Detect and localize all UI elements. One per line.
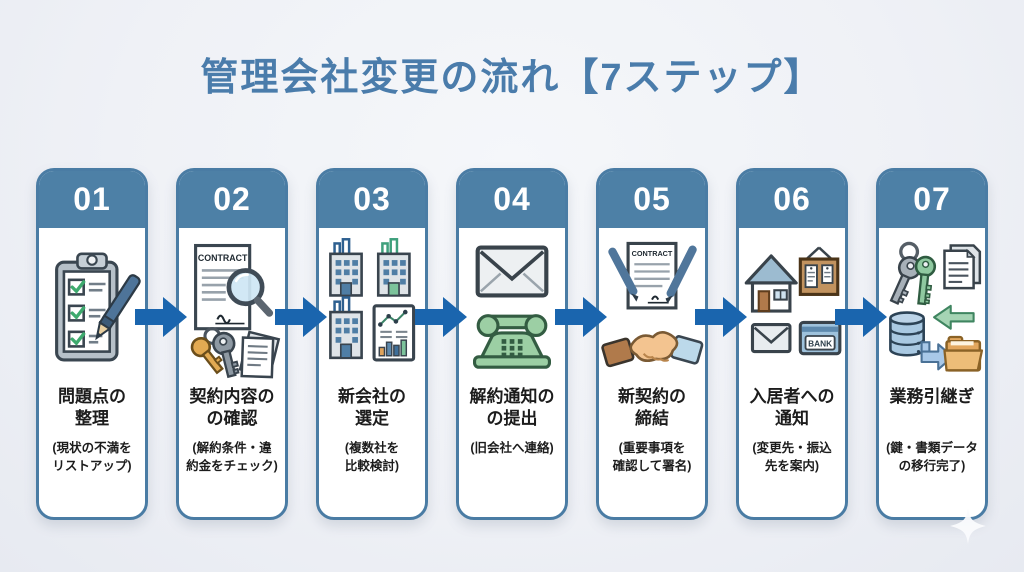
step-card-4: 04 <box>456 168 568 520</box>
transfer-arrow-left-icon <box>933 304 975 330</box>
step-subtitle: (鍵・書類データの移行完了) <box>886 441 978 473</box>
comparison-chart-icon <box>372 304 416 362</box>
noticeboard-icon <box>798 246 840 296</box>
step-number: 07 <box>913 181 951 217</box>
step-number-badge: 07 <box>879 171 985 228</box>
pen-icon <box>95 274 141 341</box>
folder-icon <box>943 335 984 372</box>
step-title: 新会社の選定 <box>338 387 406 429</box>
building-icon <box>376 238 411 297</box>
bank-card-icon: BANK <box>798 320 842 356</box>
step-subtitle: (旧会社へ連絡) <box>470 441 554 455</box>
step-subtitle: (変更先・振込先を案内) <box>752 441 832 473</box>
envelope-icon <box>475 245 549 298</box>
house-board-mail-bank-icon: BANK <box>740 236 844 384</box>
step-number-badge: 03 <box>319 171 425 228</box>
checkbox-row <box>67 330 103 348</box>
envelope-telephone-icon <box>460 236 564 384</box>
step-number-badge: 06 <box>739 171 845 228</box>
step-number-badge: 01 <box>39 171 145 228</box>
step-number: 01 <box>73 181 111 217</box>
step-number-badge: 04 <box>459 171 565 228</box>
contract-label: CONTRACT <box>198 253 248 263</box>
step-title: 業務引継ぎ <box>889 387 975 406</box>
step-subtitle: (現状の不満をリストアップ) <box>52 441 132 473</box>
clipboard-checklist-icon <box>40 236 144 384</box>
magnifier-icon <box>226 268 274 317</box>
signing-contract-icon: CONTRACT <box>608 241 697 310</box>
step-number-badge: 02 <box>179 171 285 228</box>
handshake-icon <box>601 331 704 368</box>
step-title: 新契約の締結 <box>618 387 686 429</box>
step-number-badge: 05 <box>599 171 705 228</box>
database-icon <box>889 311 925 357</box>
step-number: 05 <box>633 181 671 217</box>
flow-arrow-icon <box>555 297 607 337</box>
step-title: 契約内容のの確認 <box>189 387 275 429</box>
flow-arrow-icon <box>415 297 467 337</box>
step-card-1: 01 <box>36 168 148 520</box>
step-card-6: 06 <box>736 168 848 520</box>
step-card-3: 03 <box>316 168 428 520</box>
buildings-chart-icon <box>320 236 424 384</box>
house-icon <box>744 254 798 313</box>
step-title: 問題点の整理 <box>58 387 126 429</box>
sparkle-icon <box>950 508 986 544</box>
papers-icon <box>238 330 281 379</box>
flow-arrow-icon <box>695 297 747 337</box>
step-card-5: 05 CONTRACT <box>596 168 708 520</box>
step-subtitle: (複数社を比較検討) <box>344 441 400 473</box>
step-number: 06 <box>773 181 811 217</box>
building-icon <box>329 296 363 360</box>
contract-magnifier-keys-icon: CONTRACT <box>180 236 284 384</box>
keys-icon <box>190 327 240 379</box>
checkbox-row <box>67 278 106 296</box>
page-title: 管理会社変更の流れ【7ステップ】 <box>200 57 824 99</box>
steps-row: 01 <box>36 168 988 520</box>
step-number: 02 <box>213 181 251 217</box>
bank-label: BANK <box>808 338 832 348</box>
flow-arrow-icon <box>835 297 887 337</box>
keys-docs-database-folder-icon <box>880 236 984 384</box>
contract-label: CONTRACT <box>632 249 673 258</box>
step-card-7: 07 <box>876 168 988 520</box>
pen-icon <box>608 247 639 302</box>
step-number: 03 <box>353 181 391 217</box>
step-card-2: 02 CONTRACT <box>176 168 288 520</box>
step-subtitle: (解約条件・違約金をチェック) <box>186 441 278 473</box>
documents-icon <box>943 244 982 290</box>
step-subtitle: (重要事項を確認して署名) <box>612 441 692 473</box>
pen-icon <box>665 245 697 304</box>
flow-arrow-icon <box>135 297 187 337</box>
flow-arrow-icon <box>275 297 327 337</box>
step-title: 入居者への通知 <box>749 387 835 429</box>
checkbox-row <box>67 304 106 322</box>
keys-icon <box>889 241 937 306</box>
step-title: 解約通知のの提出 <box>469 387 555 429</box>
contract-handshake-icon: CONTRACT <box>600 236 704 384</box>
building-icon <box>329 238 363 297</box>
telephone-icon <box>473 314 551 369</box>
step-number: 04 <box>493 181 531 217</box>
envelope-icon <box>750 323 792 354</box>
